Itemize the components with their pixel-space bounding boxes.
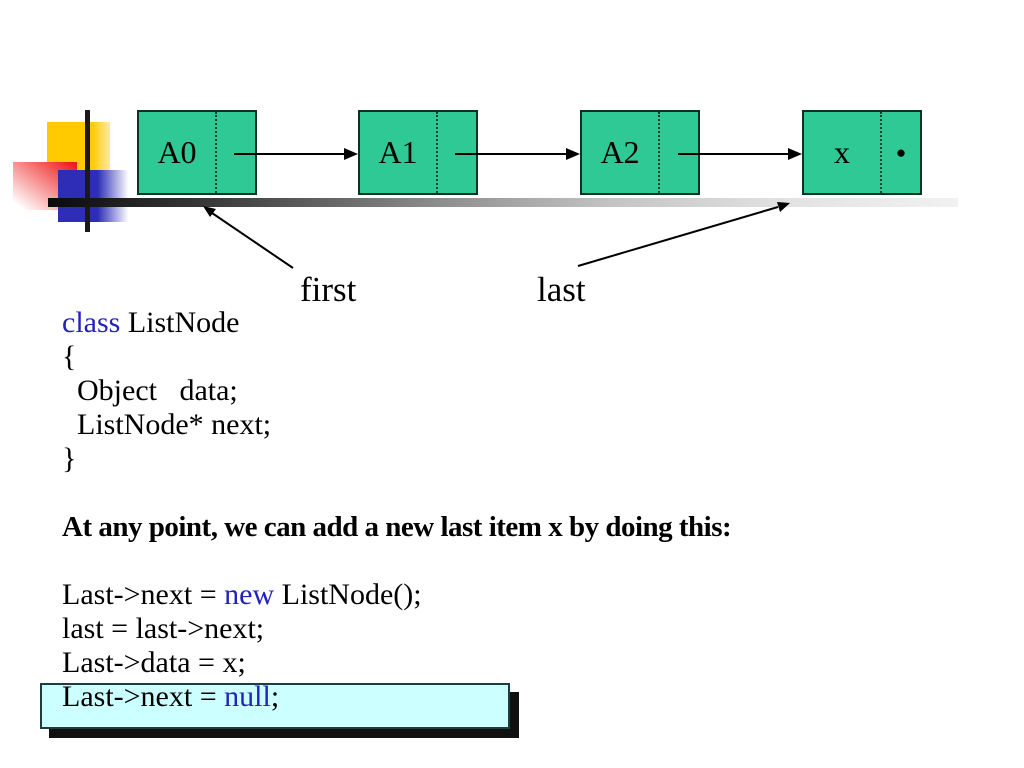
node-pointer-cell — [658, 112, 698, 193]
node-data-cell: A0 — [157, 134, 197, 170]
node-data-cell: x — [834, 134, 850, 170]
list-node-a1: A1 — [358, 110, 478, 195]
explanation-text: At any point, we can add a new last item… — [62, 511, 732, 543]
code-line-field-next: ListNode* next; — [62, 408, 272, 441]
list-node-a2: A2 — [580, 110, 700, 195]
node-pointer-cell — [215, 112, 255, 193]
highlight-box — [40, 683, 510, 729]
code-line-stmt1: Last->next = new ListNode(); — [62, 578, 422, 611]
code-line-stmt3: Last->data = x; — [62, 646, 246, 679]
keyword-new: new — [224, 578, 275, 611]
last-pointer-arrow — [577, 202, 790, 267]
node-pointer-cell — [436, 112, 476, 193]
node-data-cell: A1 — [378, 134, 418, 170]
gradient-divider-bar — [48, 198, 958, 207]
list-node-x: x ● — [802, 110, 922, 195]
decor-blue-square — [58, 170, 130, 222]
first-pointer-arrow — [203, 206, 294, 269]
node-pointer-cell: ● — [880, 112, 920, 193]
null-pointer-dot-icon: ● — [895, 143, 907, 162]
code-block: class ListNode { Object data; ListNode* … — [62, 306, 732, 714]
code-line-open-brace: { — [62, 340, 77, 373]
code-line-close-brace: } — [62, 442, 77, 475]
code-line-stmt4: Last->next = null; — [62, 680, 280, 713]
node-data-cell: A2 — [600, 134, 640, 170]
list-node-a0: A0 — [137, 110, 257, 195]
keyword-null: null — [224, 680, 271, 713]
decor-vertical-line — [85, 110, 90, 232]
blank-line — [62, 544, 731, 578]
first-pointer-label: first — [300, 270, 357, 309]
code-line-class: class ListNode — [62, 306, 240, 339]
keyword-class: class — [62, 306, 121, 339]
last-pointer-label: last — [537, 270, 586, 309]
code-line-field-data: Object data; — [62, 374, 238, 407]
blank-line — [62, 476, 731, 510]
code-line-stmt2: last = last->next; — [62, 612, 265, 645]
